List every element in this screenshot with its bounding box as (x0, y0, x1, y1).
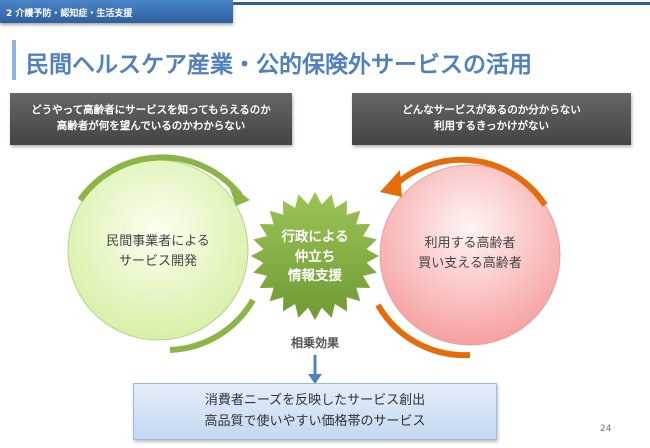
text-line: サービス開発 (118, 253, 197, 269)
synergy-label: 相乗効果 (290, 336, 339, 350)
business-problem-box: どうやって高齢者にサービスを知ってもらえるのか 高齢者が何を望んでいるのかわから… (10, 93, 292, 145)
text-line: 民間事業者による (106, 234, 210, 249)
green-cycle-arc (169, 298, 256, 353)
text-line: 行政による (281, 229, 349, 245)
text-line: 高品質で使いやすい価格帯のサービス (204, 413, 426, 429)
section-header: 2 介護予防・認知症・生活支援 (0, 0, 233, 23)
business-circle-label: 民間事業者による サービス開発 (88, 232, 228, 271)
result-box: 消費者ニーズを反映したサービス創出 高品質で使いやすい価格帯のサービス (133, 383, 497, 440)
orange-arrowhead-icon (380, 170, 402, 197)
elderly-problem-box: どんなサービスがあるのか分からない 利用するきっかけがない (352, 93, 631, 145)
starburst-shape (251, 192, 379, 320)
down-arrowhead-icon (308, 374, 322, 384)
page-title: 民間ヘルスケア産業・公的保険外サービスの活用 (26, 52, 532, 78)
text-line: 消費者ニーズを反映したサービス創出 (204, 393, 426, 409)
text-line: 買い支える高齢者 (418, 255, 522, 271)
government-support-label: 行政による 仲立ち 情報支援 (255, 228, 375, 287)
text-line: 仲立ち (294, 248, 336, 265)
orange-cycle-arc (375, 303, 471, 359)
elderly-circle-label: 利用する高齢者 買い支える高齢者 (400, 234, 540, 273)
title-accent-bar (12, 40, 16, 80)
green-cycle-arrow (77, 154, 243, 202)
text-line: どうやって高齢者にサービスを知ってもらえるのか (31, 104, 271, 117)
text-line: 情報支援 (288, 268, 342, 285)
text-line: 利用する高齢者 (424, 236, 516, 251)
text-line: どんなサービスがあるのか分からない (402, 104, 581, 117)
green-arrowhead-icon (228, 183, 250, 206)
page-number: 24 (600, 424, 612, 434)
elderly-circle (379, 164, 561, 346)
text-line: 高齢者が何を望んでいるのかわからない (56, 120, 246, 132)
text-line: 利用するきっかけがない (433, 120, 550, 132)
orange-cycle-arrow (393, 156, 548, 207)
header-line (233, 2, 650, 5)
